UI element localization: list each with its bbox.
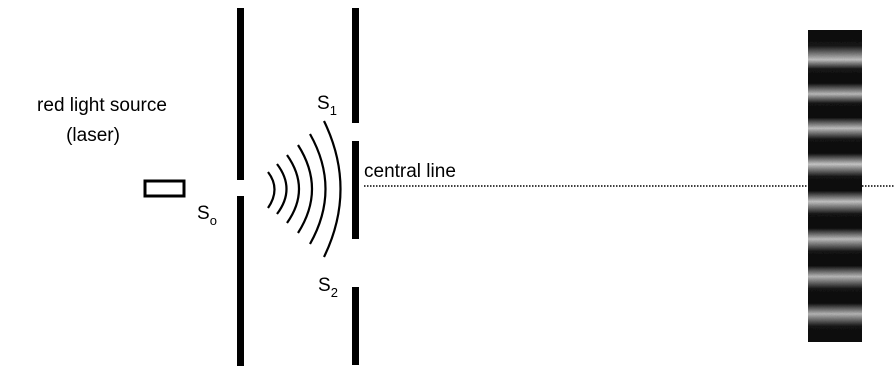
barrier-1-upper — [237, 8, 244, 180]
slit-s0-subscript: o — [210, 213, 217, 228]
wavefront-6 — [323, 120, 342, 258]
wavefront-5 — [309, 133, 327, 245]
wavefront-1 — [267, 171, 276, 209]
wavefront-3 — [286, 154, 300, 224]
source-label-line1: red light source — [37, 95, 167, 116]
barrier-2-bottom — [352, 287, 359, 365]
wavefront-2 — [276, 163, 288, 215]
barrier-2-top — [352, 8, 359, 123]
slit-s1-subscript: 1 — [330, 103, 337, 118]
slit-s0-label: So — [197, 203, 217, 228]
slit-s2-subscript: 2 — [331, 285, 338, 300]
wavefront-4 — [297, 144, 314, 234]
interference-pattern — [808, 30, 862, 342]
slit-s2-label: S2 — [318, 275, 338, 300]
slit-s1-label: S1 — [317, 93, 337, 118]
source-label-line2: (laser) — [66, 125, 120, 146]
slit-s0-letter: S — [197, 203, 210, 224]
slit-s2-letter: S — [318, 275, 331, 296]
barrier-2-middle — [352, 141, 359, 239]
wavefronts — [267, 120, 342, 258]
central-line-label: central line — [364, 161, 456, 182]
laser-source-box — [143, 179, 186, 198]
slit-s1-letter: S — [317, 93, 330, 114]
barrier-1-lower — [237, 196, 244, 366]
